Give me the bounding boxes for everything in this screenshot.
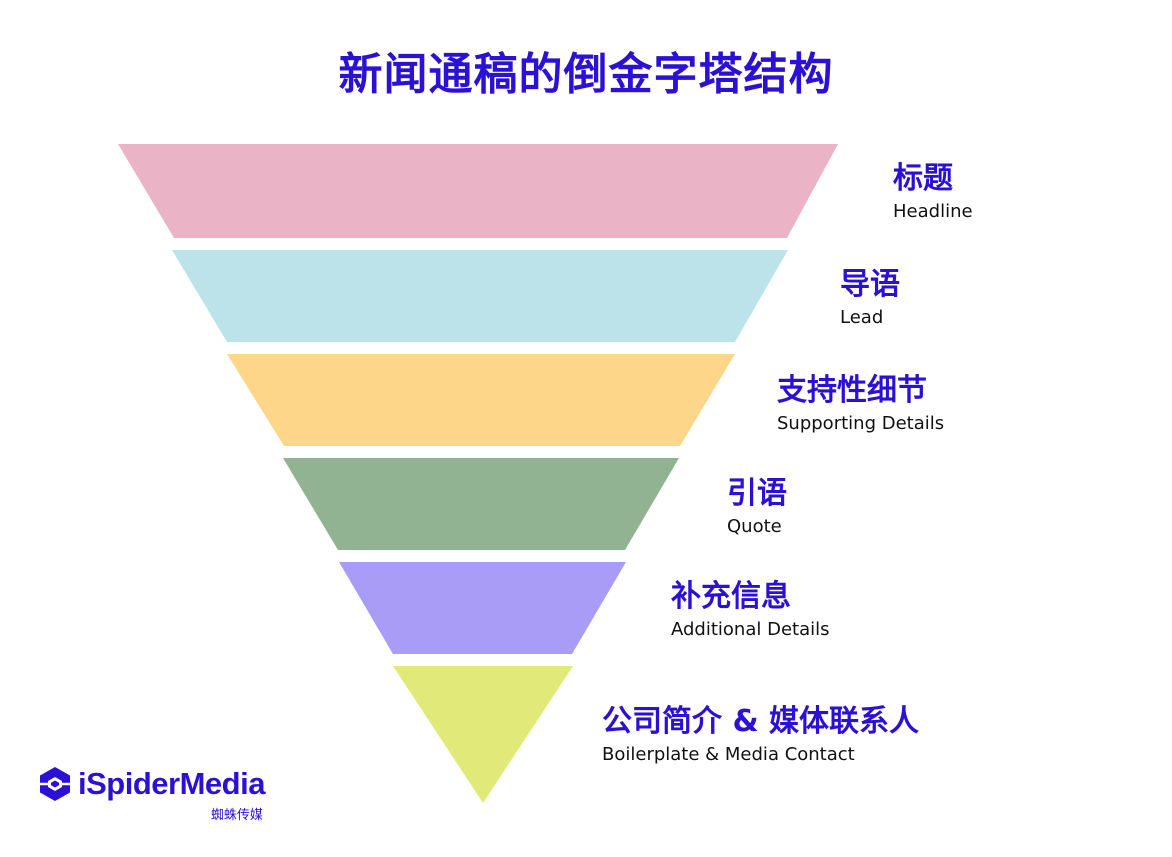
pyramid-band-quote xyxy=(283,458,679,550)
layer-label-lead: 导语 Lead xyxy=(840,266,900,330)
layer-label-boilerplate: 公司简介 & 媒体联系人 Boilerplate & Media Contact xyxy=(602,703,919,767)
layer-title-cn: 引语 xyxy=(727,476,787,511)
pyramid-band-supporting-details xyxy=(227,354,735,446)
layer-title-en: Boilerplate & Media Contact xyxy=(602,744,855,765)
page-title: 新闻通稿的倒金字塔结构 xyxy=(338,49,834,100)
brand-subtitle: 蜘蛛传媒 xyxy=(210,808,263,823)
layer-title-cn: 补充信息 xyxy=(671,579,791,614)
layer-title-cn: 公司简介 & 媒体联系人 xyxy=(602,704,920,739)
layer-title-en: Lead xyxy=(840,307,884,328)
pyramid-band-additional-details xyxy=(339,562,626,654)
layer-title-cn: 导语 xyxy=(840,267,900,302)
layer-title-en: Headline xyxy=(893,201,973,222)
pyramid-band-boilerplate xyxy=(393,666,573,803)
layer-label-headline: 标题 Headline xyxy=(893,160,973,224)
layer-title-en: Supporting Details xyxy=(777,413,945,434)
brand-name: iSpiderMedia xyxy=(78,766,265,801)
pyramid-band-lead xyxy=(172,250,788,342)
brand-logo: iSpiderMedia 蜘蛛传媒 xyxy=(38,766,265,823)
layer-title-cn: 标题 xyxy=(893,161,953,196)
layer-title-en: Additional Details xyxy=(671,619,830,640)
layer-title-en: Quote xyxy=(727,516,782,537)
layer-title-cn: 支持性细节 xyxy=(777,373,927,408)
layer-label-supporting-details: 支持性细节 Supporting Details xyxy=(777,372,944,436)
layer-label-additional-details: 补充信息 Additional Details xyxy=(671,578,829,642)
pyramid-band-headline xyxy=(118,144,838,238)
layer-label-quote: 引语 Quote xyxy=(727,475,787,539)
spider-logo-icon xyxy=(40,767,70,801)
